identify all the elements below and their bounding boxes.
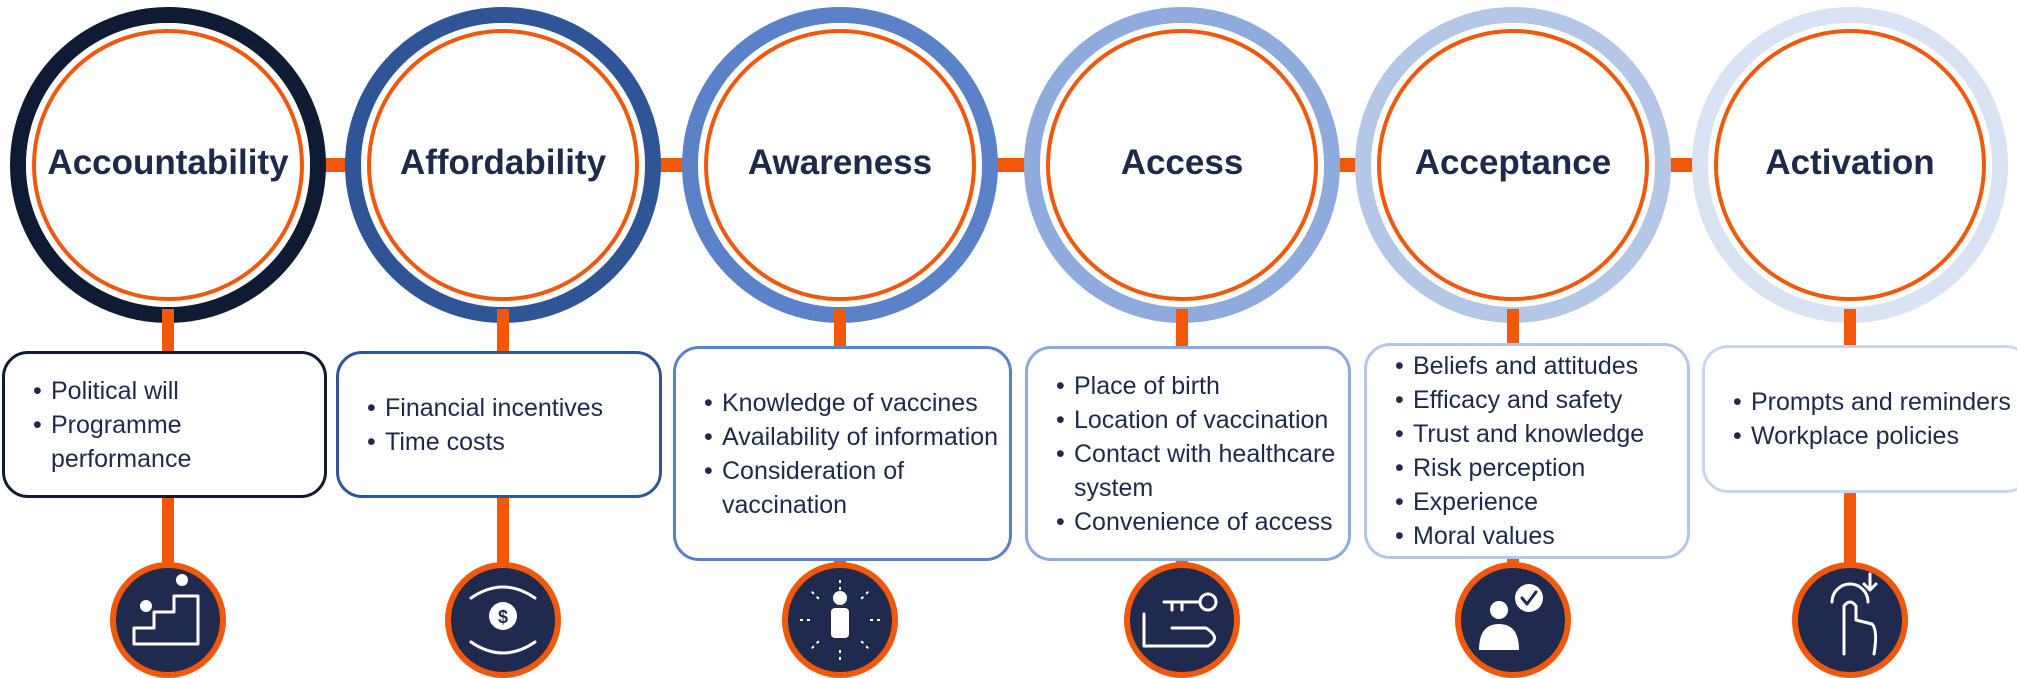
stage-bullet-list: Place of birthLocation of vaccinationCon… (1028, 369, 1348, 539)
stage-bullet-item: Place of birth (1056, 369, 1348, 403)
connector-down-5 (1507, 309, 1519, 347)
checkmark-glyph (1520, 590, 1538, 606)
stage-bullet-item: Workplace policies (1733, 419, 2011, 453)
key-shaft-glyph (1162, 600, 1202, 612)
stage-bullet-item: Contact with healthcare system (1056, 437, 1348, 505)
stage-inner-ring-1 (32, 29, 304, 301)
stage-inner-ring-5 (1377, 29, 1649, 301)
stage-title-5: Acceptance (1414, 143, 1612, 182)
stage-bullet-item: Time costs (367, 425, 603, 459)
connector-down-6 (1844, 309, 1856, 349)
stage-bullet-item: Prompts and reminders (1733, 385, 2011, 419)
stage-bullet-item: Beliefs and attitudes (1395, 349, 1644, 383)
stage-bullet-list: Political willProgramme performance (5, 374, 324, 476)
hand-glyph (1142, 612, 1216, 648)
connector-down-2 (497, 309, 509, 355)
stage-inner-ring-6 (1714, 29, 1986, 301)
finger-glyph (1842, 600, 1878, 656)
person-head-glyph (176, 574, 188, 586)
radiating-line-glyph (860, 640, 872, 652)
stage-details-box-6: Prompts and remindersWorkplace policies (1702, 345, 2017, 493)
connector-icon-1 (162, 496, 174, 569)
stage-bullet-item: Programme performance (33, 408, 324, 476)
people-climbing-steps-icon (110, 562, 226, 678)
radiating-line-glyph (808, 588, 820, 600)
stage-bullet-item: Consideration of vaccination (704, 454, 1009, 522)
stage-bullet-list: Beliefs and attitudesEfficacy and safety… (1367, 349, 1644, 553)
stage-bullet-list: Financial incentivesTime costs (339, 391, 603, 459)
person-head-glyph (1490, 601, 1508, 619)
stage-bullet-item: Financial incentives (367, 391, 603, 425)
connector-icon-2 (497, 496, 509, 569)
stage-title-4: Access (1120, 143, 1244, 182)
stage-title-3: Awareness (747, 143, 933, 182)
lower-hand-glyph (469, 640, 537, 655)
stage-title-1: Accountability (47, 143, 289, 182)
stage-details-box-4: Place of birthLocation of vaccinationCon… (1025, 346, 1351, 561)
stage-bullet-item: Moral values (1395, 519, 1644, 553)
steps-glyph (132, 594, 200, 646)
radiating-line-glyph (860, 588, 872, 600)
upper-hand-glyph (469, 585, 537, 600)
connector-down-4 (1176, 309, 1188, 350)
stage-bullet-item: Experience (1395, 485, 1644, 519)
stage-bullet-item: Location of vaccination (1056, 403, 1348, 437)
check-bubble-glyph (1515, 584, 1543, 612)
stage-inner-ring-3 (704, 29, 976, 301)
hand-tap-icon (1792, 562, 1908, 678)
stage-bullet-item: Availability of information (704, 420, 1009, 454)
stage-bullet-item: Political will (33, 374, 324, 408)
stage-inner-ring-2 (367, 29, 639, 301)
connector-down-3 (834, 309, 846, 350)
person-body-glyph (831, 608, 849, 638)
stage-bullet-item: Efficacy and safety (1395, 383, 1644, 417)
connector-down-1 (162, 309, 174, 355)
down-arrow-glyph (1862, 572, 1878, 592)
stage-details-box-3: Knowledge of vaccinesAvailability of inf… (673, 346, 1012, 561)
person-head-glyph (140, 600, 152, 612)
stage-inner-ring-4 (1046, 29, 1318, 301)
radiating-line-glyph (808, 640, 820, 652)
stage-bullet-item: Knowledge of vaccines (704, 386, 1009, 420)
stage-bullet-list: Knowledge of vaccinesAvailability of inf… (676, 386, 1009, 522)
stage-bullet-list: Prompts and remindersWorkplace policies (1705, 385, 2011, 453)
connector-icon-6 (1844, 491, 1856, 569)
person-head-glyph (833, 591, 847, 605)
tap-arc-glyph (1830, 582, 1870, 604)
stage-title-6: Activation (1765, 143, 1935, 182)
stage-details-box-1: Political willProgramme performance (2, 351, 327, 498)
dollar-glyph: $ (498, 607, 508, 627)
stage-bullet-item: Risk perception (1395, 451, 1644, 485)
person-checkmark-icon (1455, 562, 1571, 678)
stage-title-2: Affordability (399, 143, 607, 182)
stage-details-box-2: Financial incentivesTime costs (336, 351, 662, 498)
coin-glyph (489, 602, 517, 630)
person-body-glyph (1479, 624, 1519, 650)
stage-details-box-5: Beliefs and attitudesEfficacy and safety… (1364, 343, 1690, 559)
stage-bullet-item: Convenience of access (1056, 505, 1348, 539)
stage-bullet-item: Trust and knowledge (1395, 417, 1644, 451)
